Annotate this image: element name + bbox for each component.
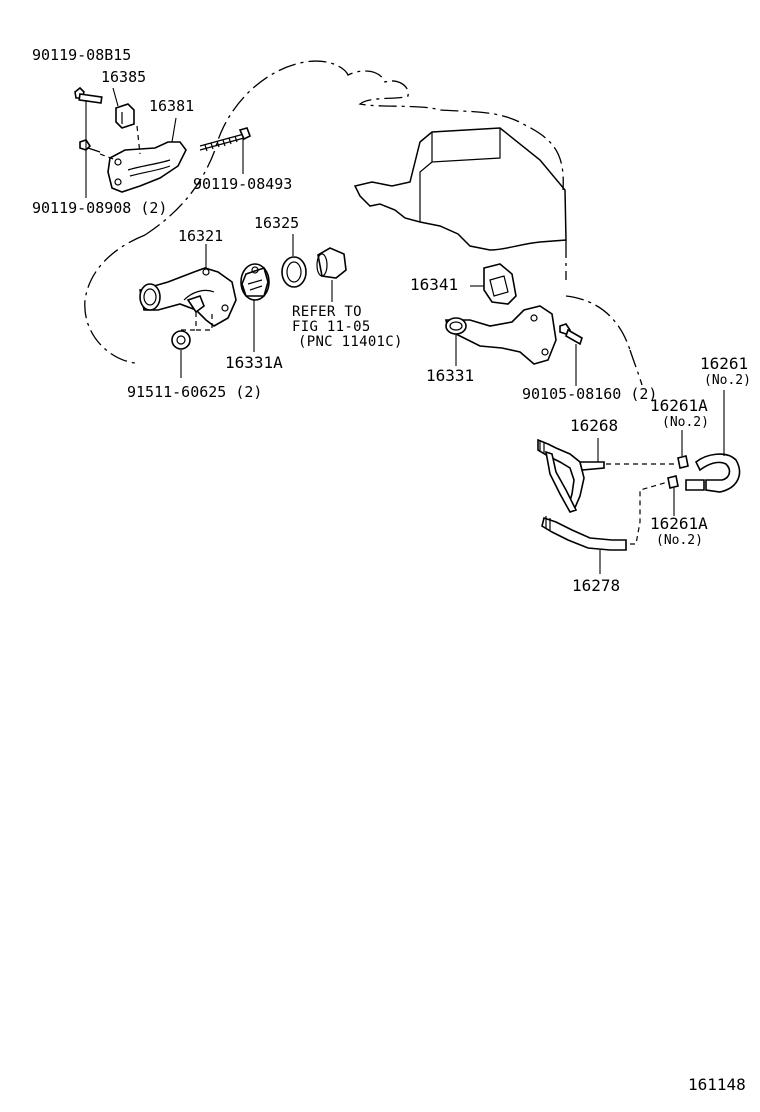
hose-16261a-lower bbox=[667, 475, 679, 489]
label-hose-16261a-lower-sub: (No.2) bbox=[656, 533, 703, 548]
engine-phantom-outline bbox=[84, 60, 643, 386]
bolt-90119-08b15 bbox=[74, 86, 103, 104]
bracket-16381 bbox=[107, 141, 187, 193]
label-outlet-16331: 16331 bbox=[426, 366, 475, 385]
label-inlet-16321: 16321 bbox=[178, 227, 224, 245]
label-pipe-16278: 16278 bbox=[572, 576, 621, 595]
label-bolt-90119-08b15: 90119-08B15 bbox=[32, 46, 132, 64]
hose-16261a-upper bbox=[677, 455, 689, 469]
cap-ref-part bbox=[316, 247, 347, 279]
water-inlet-16321 bbox=[139, 267, 237, 327]
figure-number: 161148 bbox=[688, 1075, 746, 1094]
bolt-90105-08160 bbox=[559, 323, 583, 346]
stud-90119-08493 bbox=[199, 127, 252, 152]
label-hose-16261a-lower: 16261A bbox=[650, 514, 708, 533]
hose-16261 bbox=[694, 453, 741, 493]
water-outlet-16331 bbox=[445, 305, 557, 365]
label-thermostat-16331a: 16331A bbox=[225, 353, 283, 372]
label-bracket-16381: 16381 bbox=[149, 97, 195, 115]
pipe-16278 bbox=[541, 516, 627, 551]
pipe-16268 bbox=[537, 438, 605, 513]
label-hose-16261a-upper: 16261A bbox=[650, 396, 708, 415]
clamp-16385 bbox=[115, 103, 135, 129]
label-hose-16261-sub: (No.2) bbox=[704, 373, 751, 388]
engine-block bbox=[353, 127, 567, 251]
label-clamp-16385: 16385 bbox=[101, 68, 147, 86]
label-nut-91511: 91511-60625 (2) bbox=[127, 383, 263, 401]
label-stud-90119-08493: 90119-08493 bbox=[193, 175, 293, 193]
label-bolt-90119-08908: 90119-08908 (2) bbox=[32, 199, 168, 217]
thermostat-16331a bbox=[240, 263, 270, 301]
label-refer-line2: FIG 11-05 bbox=[292, 319, 371, 335]
label-hose-16261a-upper-sub: (No.2) bbox=[662, 415, 709, 430]
gasket-16341 bbox=[483, 263, 517, 305]
label-gasket-16341: 16341 bbox=[410, 275, 459, 294]
label-bolt-90105-08160: 90105-08160 (2) bbox=[522, 385, 658, 403]
gasket-ring-16325 bbox=[281, 256, 307, 288]
label-refer-line3: (PNC 11401C) bbox=[298, 334, 403, 350]
label-hose-16261: 16261 bbox=[700, 354, 749, 373]
nut-91511 bbox=[171, 330, 191, 350]
bolt-90119-08908 bbox=[79, 139, 101, 153]
label-refer-line1: REFER TO bbox=[292, 304, 362, 320]
label-pipe-16268: 16268 bbox=[570, 416, 619, 435]
label-gasket-ring-16325: 16325 bbox=[254, 214, 300, 232]
